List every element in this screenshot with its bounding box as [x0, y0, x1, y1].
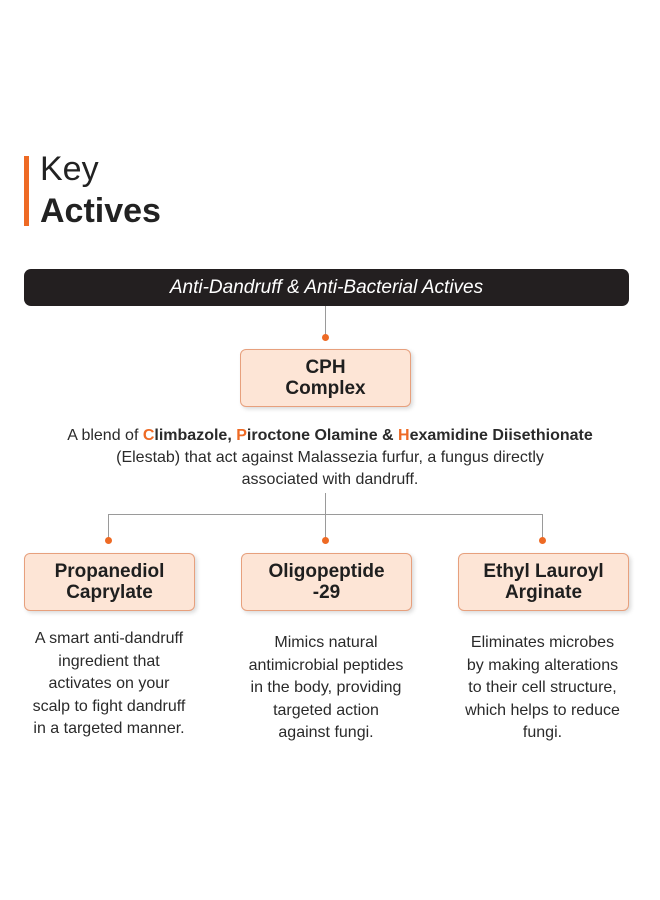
active-description-propanediol: A smart anti-dandruff ingredient that ac…: [32, 630, 186, 737]
tree-dot-center: [322, 537, 329, 544]
connector-banner-to-cph: [325, 306, 326, 337]
piroctone-initial: P: [236, 427, 247, 444]
active-name-line-2: Caprylate: [66, 582, 153, 603]
active-name-line-2: Arginate: [504, 582, 583, 603]
cph-complex-box: CPH Complex: [240, 349, 411, 407]
blend-line-1: A blend of Climbazole, Piroctone Olamine…: [67, 427, 593, 444]
hexamidine-rest: examidine Diisethionate: [409, 427, 593, 444]
active-box-propanediol-caprylate: Propanediol Caprylate: [24, 553, 195, 611]
active-box-oligopeptide-29: Oligopeptide -29: [241, 553, 412, 611]
climbazole-rest: limbazole,: [154, 427, 232, 444]
tree-stem-right: [542, 514, 543, 540]
active-description-oligopeptide: Mimics natural antimicrobial peptides in…: [248, 634, 404, 741]
banner-text: Anti-Dandruff & Anti-Bacterial Actives: [169, 276, 484, 298]
cph-line-1: CPH: [305, 357, 346, 378]
heading-accent-bar: [24, 156, 29, 226]
heading-line-1: Key: [40, 150, 99, 188]
heading-line-2: Actives: [40, 192, 161, 230]
tree-dot-right: [539, 537, 546, 544]
active-name-line-1: Ethyl Lauroyl: [483, 561, 604, 582]
blend-line-2: (Elestab) that act against Malassezia fu…: [116, 449, 544, 466]
active-name-line-1: Propanediol: [54, 561, 165, 582]
piroctone-rest: iroctone Olamine &: [246, 427, 394, 444]
blend-description: A blend of Climbazole, Piroctone Olamine…: [14, 425, 646, 491]
category-banner: Anti-Dandruff & Anti-Bacterial Actives: [24, 269, 629, 306]
tree-dot-left: [105, 537, 112, 544]
active-box-ethyl-lauroyl-arginate: Ethyl Lauroyl Arginate: [458, 553, 629, 611]
tree-stem-center: [325, 493, 326, 540]
active-name-line-1: Oligopeptide: [268, 561, 385, 582]
active-description-ethyl: Eliminates microbes by making alteration…: [465, 634, 620, 741]
hexamidine-initial: H: [398, 427, 410, 444]
blend-line-3: associated with dandruff.: [241, 471, 419, 488]
cph-line-2: Complex: [285, 378, 366, 399]
connector-dot-cph: [322, 334, 329, 341]
climbazole-initial: C: [142, 427, 155, 444]
tree-stem-left: [108, 514, 109, 540]
active-name-line-2: -29: [312, 582, 341, 603]
